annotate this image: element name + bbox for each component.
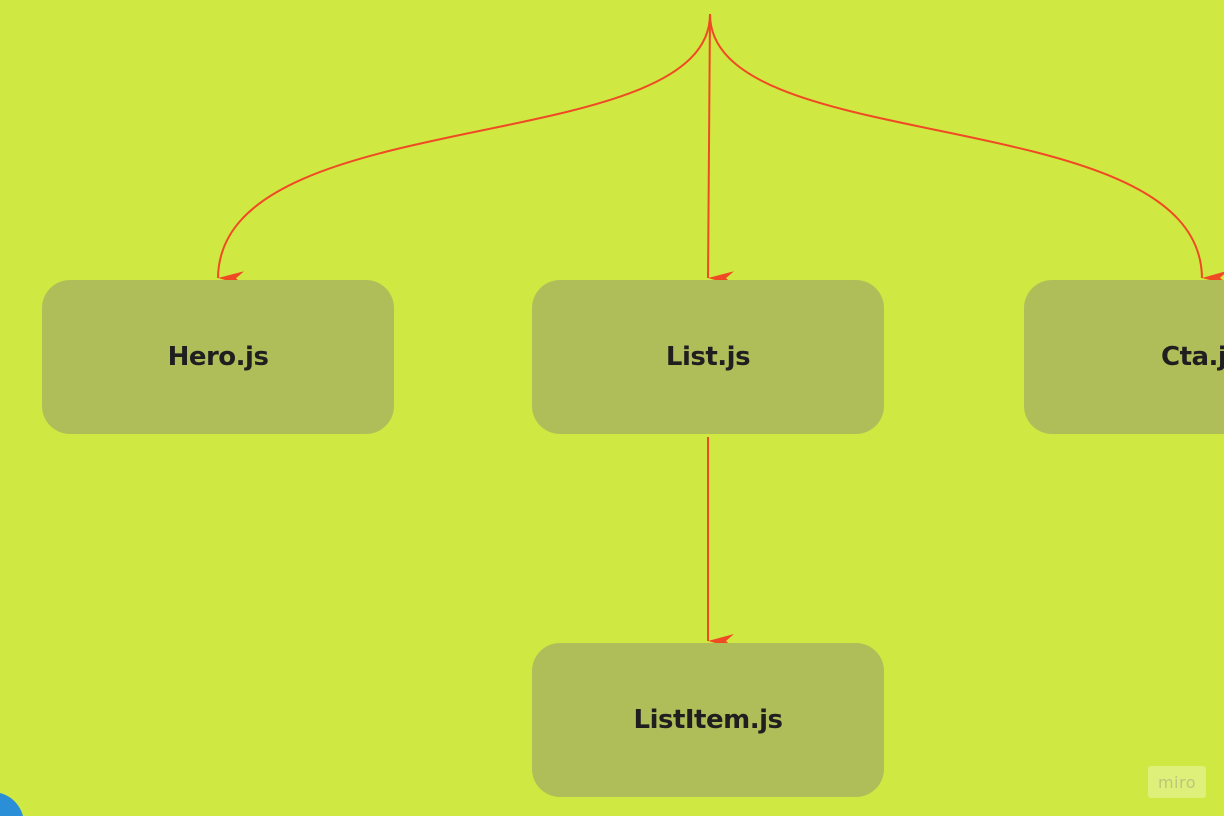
connector-parent-to-hero[interactable] bbox=[217, 13, 711, 286]
node-list-label: List.js bbox=[665, 342, 751, 372]
node-cta[interactable]: Cta.js bbox=[1024, 280, 1224, 434]
node-cta-label: Cta.js bbox=[1161, 342, 1224, 372]
miro-watermark: miro bbox=[1148, 766, 1206, 798]
connector-parent-to-list[interactable] bbox=[707, 13, 735, 286]
node-listitem[interactable]: ListItem.js bbox=[532, 643, 884, 797]
connector-parent-to-cta[interactable] bbox=[709, 13, 1224, 285]
node-listitem-label: ListItem.js bbox=[633, 705, 783, 735]
node-hero[interactable]: Hero.js bbox=[42, 280, 394, 434]
miro-watermark-text: miro bbox=[1157, 772, 1197, 792]
node-list[interactable]: List.js bbox=[532, 280, 884, 434]
node-hero-label: Hero.js bbox=[167, 342, 269, 372]
